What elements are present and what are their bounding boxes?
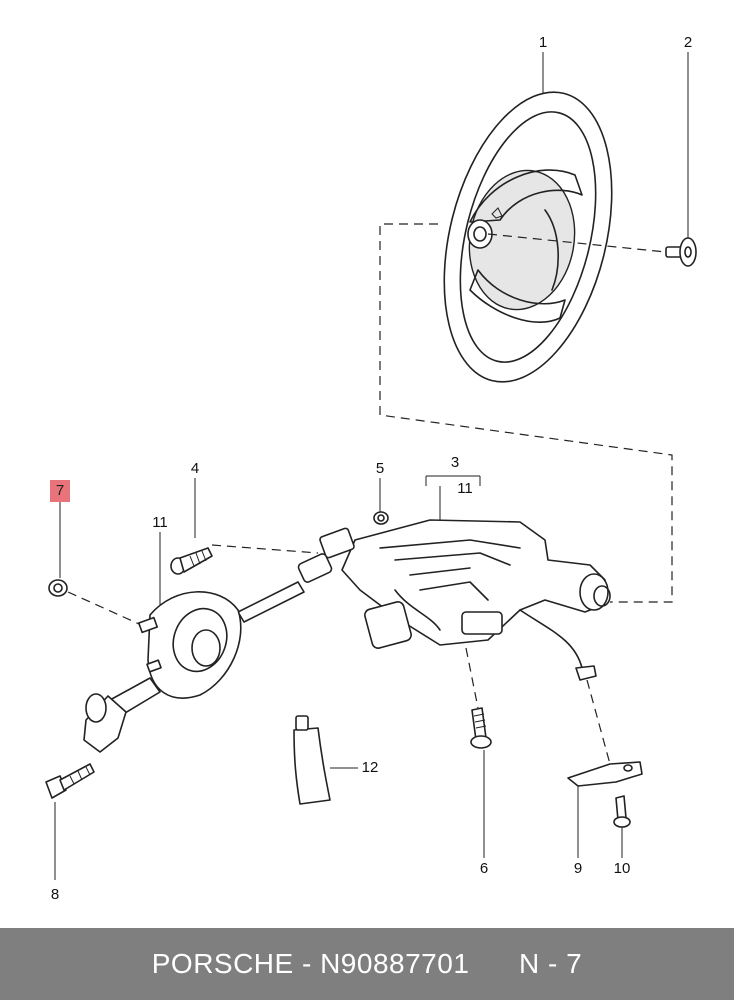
callout-12: 12 — [361, 759, 379, 776]
screw-part-2 — [665, 237, 697, 267]
callout-1: 1 — [538, 34, 548, 51]
bolt-part-8 — [45, 763, 95, 799]
bolt-part-4 — [170, 547, 213, 575]
nut-part-5 — [373, 511, 389, 525]
assembly-dashed-lines — [67, 223, 673, 765]
callout-3: 3 — [450, 454, 460, 471]
callout-8: 8 — [50, 886, 60, 903]
steering-wheel-part — [443, 91, 613, 383]
callout-11-column: 11 — [457, 480, 473, 497]
grease-tube-part-12 — [293, 715, 331, 805]
part-number-footer: PORSCHE - N90887701 N - 7 — [0, 928, 734, 1000]
callout-10: 10 — [613, 860, 631, 877]
screw-part-10 — [613, 795, 631, 828]
steering-column-exploded-diagram — [45, 52, 697, 880]
washer-part-7 — [48, 579, 68, 597]
callout-2: 2 — [683, 34, 693, 51]
callout-7-highlighted: 7 — [50, 480, 70, 502]
callout-11-shaft: 11 — [152, 514, 168, 531]
bolt-part-6 — [470, 707, 492, 749]
callout-4: 4 — [190, 460, 200, 477]
callout-5: 5 — [375, 460, 385, 477]
bracket-part-9 — [567, 761, 643, 787]
intermediate-shaft-part — [83, 581, 305, 753]
callout-6: 6 — [479, 860, 489, 877]
part-number-text: PORSCHE - N90887701 N - 7 — [151, 948, 583, 979]
steering-column-part — [297, 519, 611, 681]
callout-9: 9 — [573, 860, 583, 877]
